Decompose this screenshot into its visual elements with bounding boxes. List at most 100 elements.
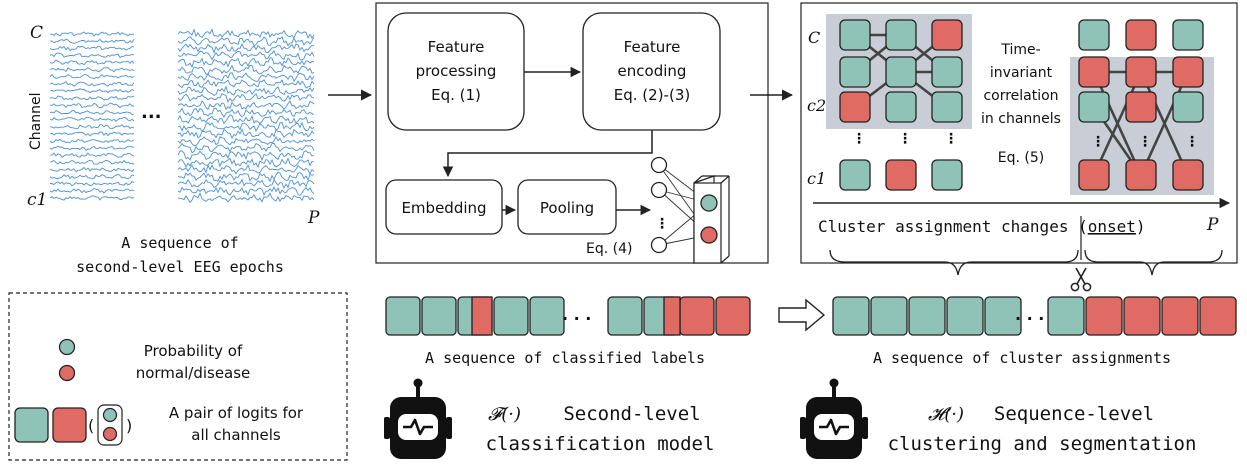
time-end-label: P: [307, 208, 320, 228]
eeg-trace: [177, 42, 315, 54]
pooling-label: Pooling: [540, 199, 594, 217]
eeg-trace: [177, 128, 315, 140]
cluster-assignment-teal: [908, 296, 946, 336]
eeg-trace: [49, 181, 135, 187]
eeg-trace: [49, 109, 135, 115]
legend-normal-dot: [58, 338, 76, 356]
robot-antenna: [416, 386, 420, 399]
channel-cell-red: [931, 19, 963, 51]
channel-cell-red: [1125, 19, 1157, 51]
cluster-time-end-label: P: [1206, 215, 1219, 235]
eeg-traces-left: [49, 31, 135, 201]
svg-text:⋮: ⋮: [852, 131, 866, 147]
eeg-epochs-panel: C c1 Channel ... P A sequence of second-…: [27, 23, 320, 276]
eeg-trace: [177, 136, 315, 146]
eeg-trace: [49, 81, 135, 87]
cluster-cells: [839, 19, 1204, 191]
segment-braces: [829, 249, 1223, 276]
eeg-ellipsis: ...: [141, 102, 162, 123]
robot-icon: [800, 378, 868, 459]
eeg-traces-right: [177, 28, 315, 204]
eeg-trace: [49, 74, 135, 80]
channel-cell-teal: [839, 159, 871, 191]
svg-text:⋮: ⋮: [1091, 134, 1105, 150]
h-desc-line2: clustering and segmentation: [888, 433, 1197, 455]
robot-icon: [384, 378, 452, 459]
eeg-trace: [177, 93, 315, 104]
svg-text:⋮: ⋮: [655, 216, 669, 232]
f-desc-line2: classification model: [486, 433, 715, 455]
channel-cell-red: [885, 159, 917, 191]
time-invariant-line3: correlation: [983, 88, 1058, 104]
legend-paren-close: ): [126, 416, 132, 435]
classified-label-red: [679, 296, 715, 336]
hollow-arrow: [778, 298, 826, 332]
eeg-trace: [49, 67, 135, 73]
channel-cell-red: [1125, 91, 1157, 123]
legend-logits-line2: all channels: [191, 426, 281, 444]
svg-text:⋮: ⋮: [898, 131, 912, 147]
classified-label-red: [471, 296, 493, 336]
eeg-trace: [49, 95, 135, 101]
normal-output-node: [700, 194, 718, 212]
legend-paren-open: (: [88, 416, 94, 435]
classified-label-red: [663, 296, 681, 336]
cluster-label-c2: c2: [807, 96, 826, 115]
channel-cell-red: [1078, 159, 1110, 191]
channel-cell-teal: [885, 91, 917, 123]
feature-processing-line2: processing: [416, 62, 497, 80]
time-invariant-line4: in channels: [981, 111, 1061, 127]
pulse-icon: [819, 418, 849, 436]
h-symbol: 𝓗(·): [928, 404, 964, 425]
eeg-caption-line1: A sequence of: [121, 234, 238, 252]
f-symbol: 𝓕(·): [488, 404, 521, 425]
cluster-assignment-teal: [870, 296, 908, 336]
eeg-trace: [49, 131, 135, 137]
eeg-trace: [177, 49, 315, 61]
cluster-assignment-red: [1085, 296, 1123, 336]
channel-cell-red: [1172, 56, 1204, 88]
eeg-trace: [177, 192, 315, 204]
legend-node-normal: [102, 407, 118, 423]
eeg-trace: [49, 124, 135, 130]
eeg-trace: [177, 36, 315, 47]
eeg-trace: [177, 28, 315, 39]
legend-logit-red: [52, 407, 87, 443]
channel-cell-teal: [1172, 91, 1204, 123]
classified-label-teal: [493, 296, 529, 336]
eeg-trace: [49, 52, 135, 58]
eq4-label: Eq. (4): [586, 241, 632, 257]
classified-label-teal: [421, 296, 457, 336]
cluster-dots: . . .: [1015, 305, 1044, 324]
cluster-label-C: C: [808, 28, 820, 47]
eeg-trace: [49, 159, 135, 165]
legend-frame: [8, 292, 348, 461]
cluster-caption: A sequence of cluster assignments: [873, 349, 1171, 367]
arrow-encoding-to-embedding: [442, 130, 653, 178]
eeg-trace: [177, 157, 315, 169]
eeg-trace: [177, 72, 315, 83]
eeg-trace: [49, 116, 135, 122]
channel-cell-teal: [1078, 91, 1110, 123]
classified-label-teal: [385, 296, 421, 336]
eeg-trace: [177, 57, 315, 69]
classified-caption: A sequence of classified labels: [425, 349, 705, 367]
time-invariant-line2: invariant: [990, 65, 1053, 81]
eeg-trace: [49, 138, 135, 144]
cluster-assignment-teal: [984, 296, 1022, 336]
embedding-label: Embedding: [401, 199, 486, 217]
cluster-assignment-red: [1123, 296, 1161, 336]
eeg-trace: [177, 171, 315, 183]
cluster-label-c1: c1: [807, 169, 826, 188]
eeg-trace: [49, 195, 135, 201]
classified-label-red: [715, 296, 751, 336]
disease-output-node: [700, 226, 718, 244]
robot-ear: [800, 417, 806, 439]
feature-processing-line1: Feature: [428, 38, 485, 56]
eeg-trace: [49, 45, 135, 52]
cluster-assignment-teal: [946, 296, 984, 336]
legend-logits-line1: A pair of logits for: [169, 404, 304, 422]
cluster-assignment-sequence: [832, 296, 1237, 336]
cluster-assignment-teal: [832, 296, 870, 336]
channel-cell-red: [1172, 159, 1204, 191]
